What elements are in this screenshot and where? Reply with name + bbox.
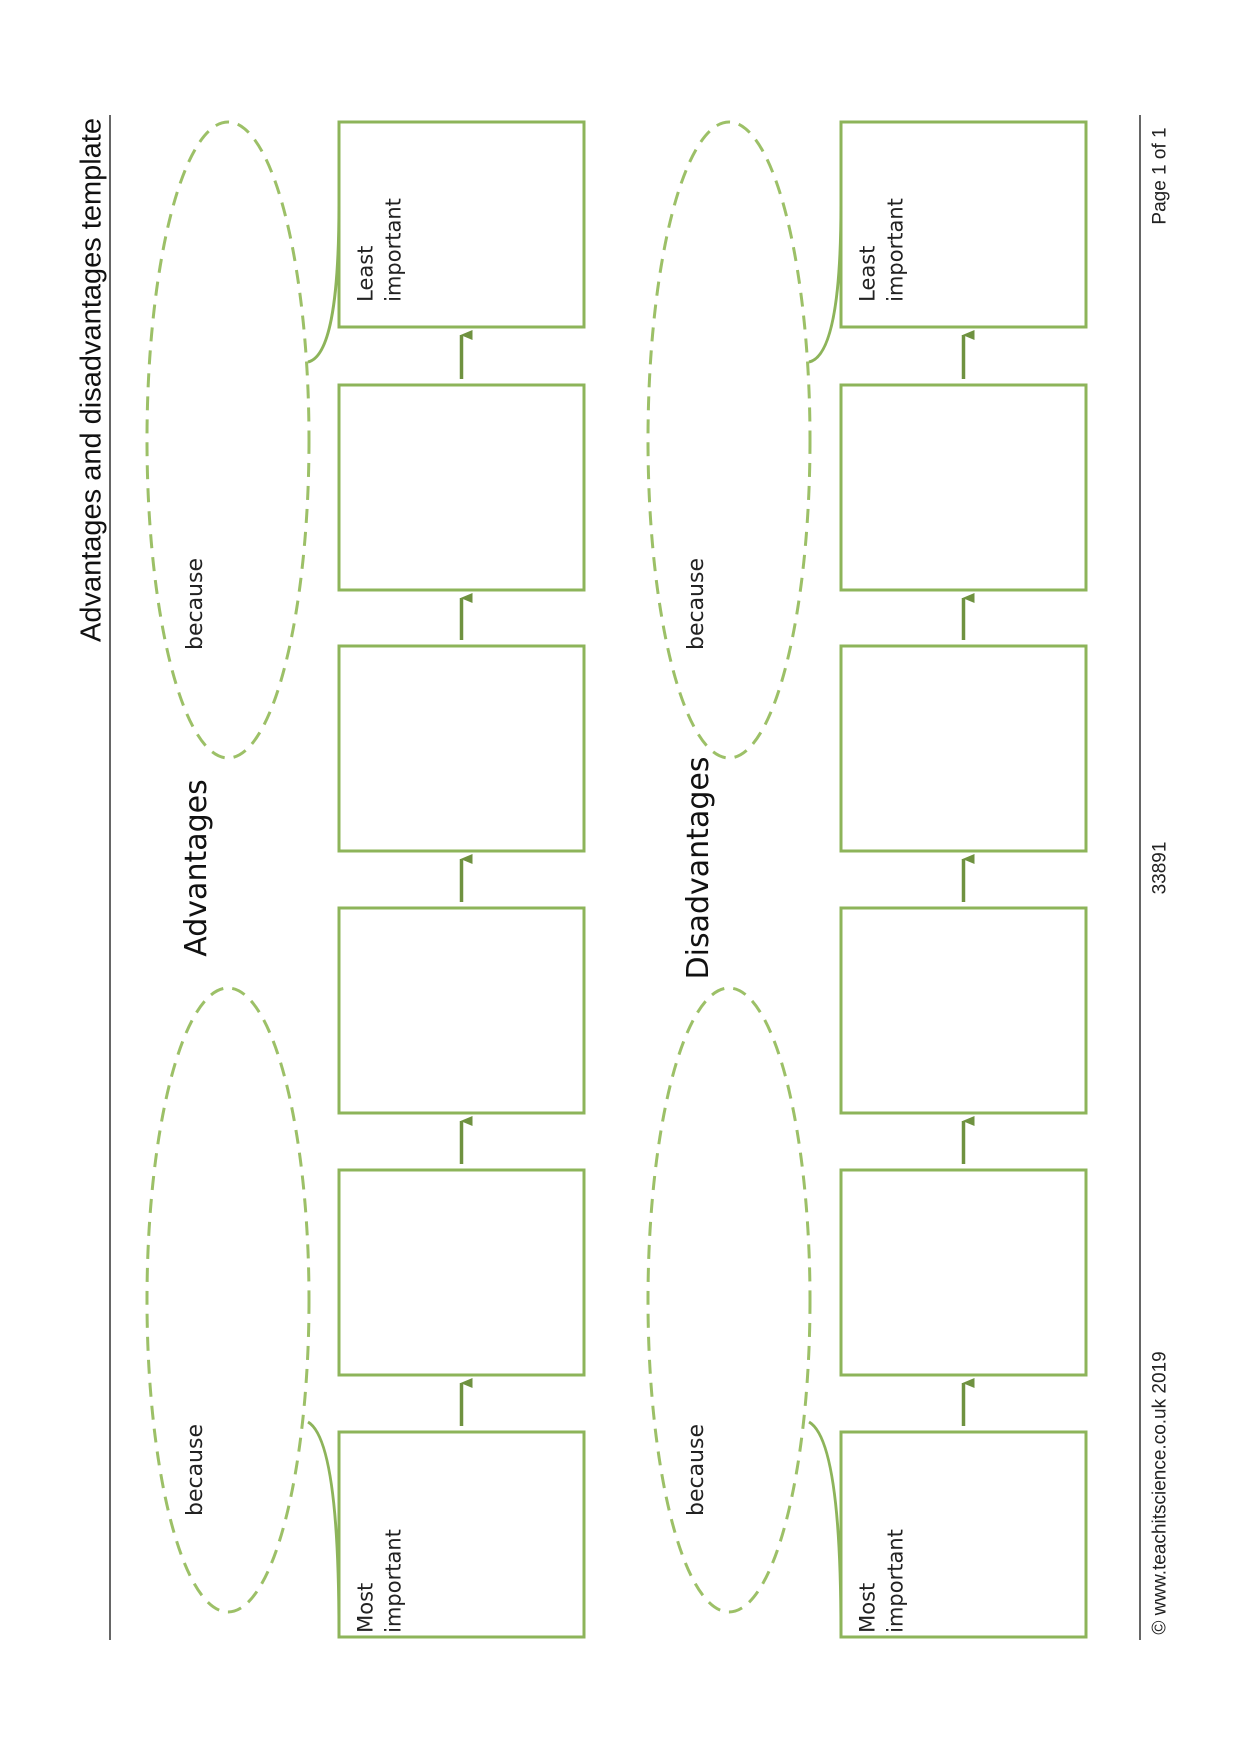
because-label: because [684, 1423, 709, 1517]
rank-box [337, 1168, 586, 1377]
because-label: because [183, 1423, 208, 1517]
page-title: Advantages and disadvantages template [75, 118, 108, 642]
rank-box [839, 644, 1088, 853]
section-heading-advantages: Advantages [179, 779, 214, 957]
rank-box [337, 383, 586, 592]
bubble-connector [808, 204, 843, 364]
footer-page-number: Page 1 of 1 [1149, 127, 1171, 225]
most-important-label: Most important [855, 1529, 908, 1633]
rank-box [337, 644, 586, 853]
because-bubble [145, 986, 311, 1614]
because-label: because [183, 557, 208, 651]
rank-box [839, 906, 1088, 1115]
rank-box [839, 120, 1088, 329]
rank-box [337, 1430, 586, 1639]
bubble-connector [307, 1420, 341, 1633]
rank-box [839, 383, 1088, 592]
bubble-connector [808, 1420, 843, 1633]
bubble-connector [307, 204, 341, 364]
rank-box [839, 1430, 1088, 1639]
rank-box [337, 120, 586, 329]
rank-box [337, 906, 586, 1115]
because-bubble [646, 120, 812, 760]
because-label: because [684, 557, 709, 651]
rank-box [839, 1168, 1088, 1377]
section-heading-disadvantages: Disadvantages [681, 756, 716, 980]
footer-copyright: © www.teachitscience.co.uk 2019 [1149, 1351, 1171, 1635]
most-important-label: Most important [353, 1529, 406, 1633]
because-bubble [145, 120, 311, 760]
least-important-label: Least important [855, 198, 908, 302]
because-bubble [646, 986, 812, 1614]
least-important-label: Least important [353, 198, 406, 302]
footer-code: 33891 [1149, 841, 1171, 895]
